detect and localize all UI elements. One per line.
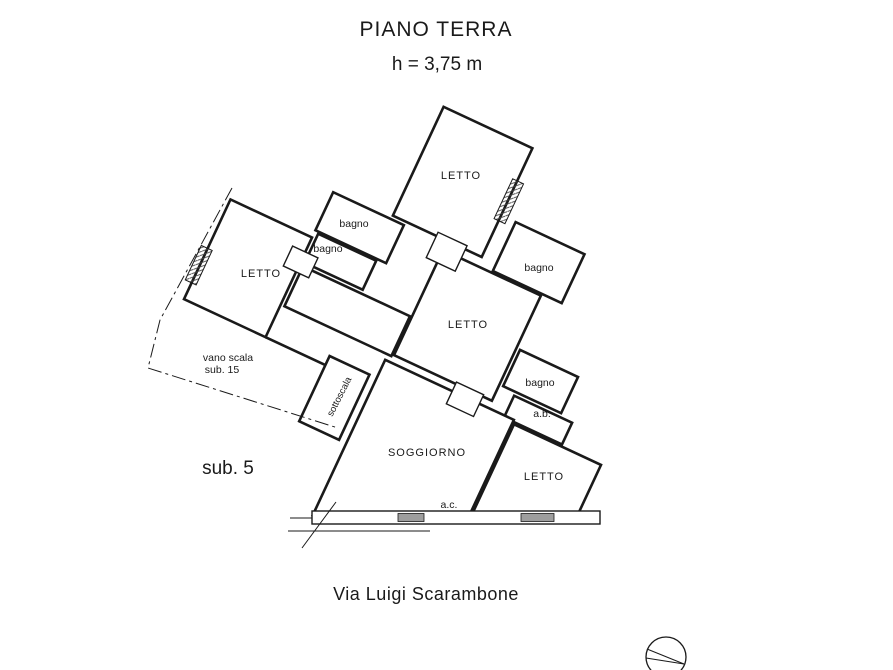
room-label-soggiorno: SOGGIORNO <box>388 447 466 459</box>
room-label-bagno-lower: bagno <box>525 377 554 389</box>
window-letto-left <box>184 244 213 286</box>
height-note: h = 3,75 m <box>392 54 482 75</box>
room-label-letto-left: LETTO <box>241 268 281 280</box>
street-name: Via Luigi Scarambone <box>333 584 519 604</box>
window-letto-top <box>493 178 525 225</box>
room-label-anti-bagno: a.b. <box>533 408 551 420</box>
room-label-bagno-right: bagno <box>524 262 553 274</box>
corridor-walls <box>282 264 412 358</box>
room-bagno-top2-walls <box>302 232 378 292</box>
plan-rotated-group <box>182 105 603 517</box>
room-label-letto-top: LETTO <box>441 170 481 182</box>
north-indicator-icon <box>645 636 687 670</box>
street-window-2 <box>520 513 555 522</box>
door-block-left <box>282 245 319 279</box>
room-anti-bagno-walls <box>502 393 574 447</box>
room-label-letto-bottom: LETTO <box>524 471 564 483</box>
vano-scala-wall <box>265 335 326 367</box>
room-label-accessorio: a.c. <box>441 499 458 511</box>
room-sottoscala-walls <box>297 354 372 442</box>
room-bagno-lower-walls <box>501 348 580 415</box>
room-label-letto-center: LETTO <box>448 319 488 331</box>
door-block-top <box>425 231 468 273</box>
survey-tick <box>301 501 337 549</box>
street-wall <box>311 510 601 525</box>
unit-label: sub. 5 <box>202 458 254 479</box>
room-bagno-top1-walls <box>313 190 406 265</box>
stair-unit-label-line2: sub. 15 <box>205 364 240 376</box>
street-window-1 <box>397 513 425 522</box>
room-bagno-right-walls <box>491 220 587 305</box>
property-boundary-line <box>147 187 339 429</box>
door-block-center <box>445 381 485 418</box>
room-label-bagno-top2: bagno <box>313 243 342 255</box>
stair-unit-label-line1: vano scala <box>203 352 253 364</box>
room-label-bagno-top1: bagno <box>339 218 368 230</box>
page-title: PIANO TERRA <box>360 18 513 41</box>
room-letto-center-walls <box>392 248 543 403</box>
